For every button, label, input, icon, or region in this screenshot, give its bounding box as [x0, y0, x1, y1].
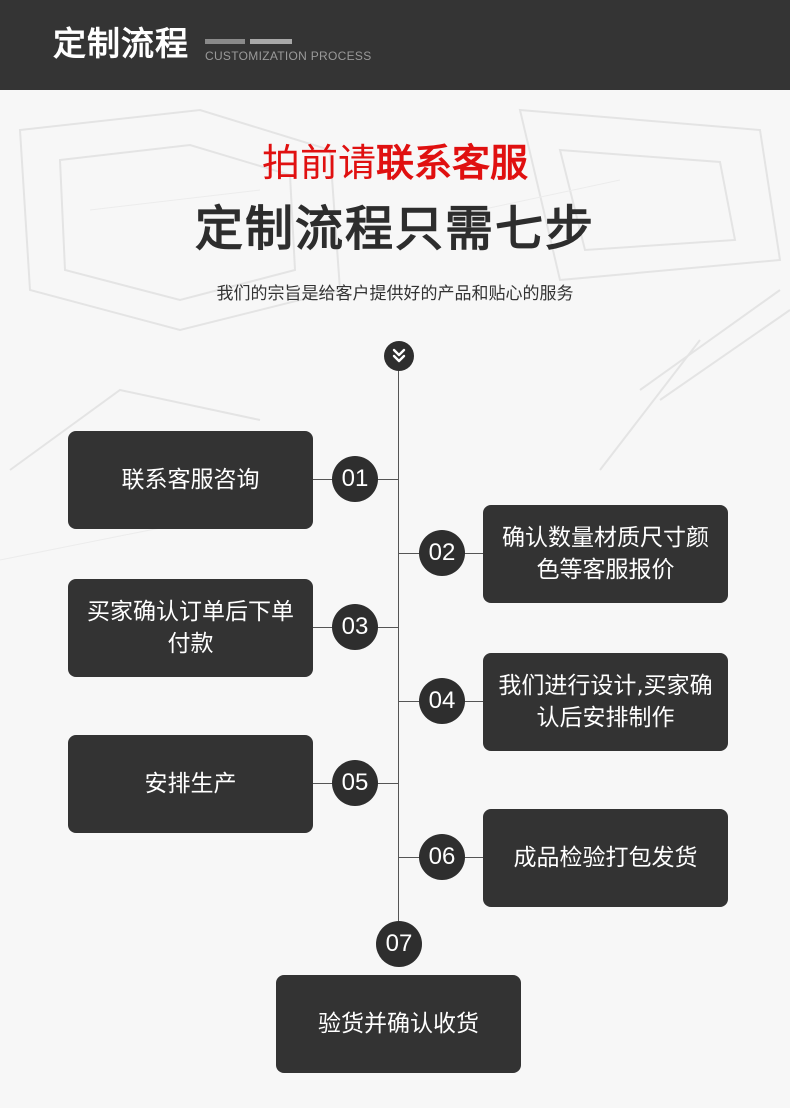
step-number-06: 06 — [419, 834, 465, 880]
header-title: 定制流程 — [53, 24, 189, 63]
header-divider-light — [250, 39, 292, 44]
step-box-05: 安排生产 — [68, 735, 313, 833]
step-box-02: 确认数量材质尺寸颜色等客服报价 — [483, 505, 728, 603]
step-number-01: 01 — [332, 456, 378, 502]
step-number-03: 03 — [332, 604, 378, 650]
header-bar: 定制流程 CUSTOMIZATION PROCESS — [0, 0, 790, 90]
background-sketch-illustration — [0, 108, 790, 561]
step-box-04: 我们进行设计,买家确认后安排制作 — [483, 653, 728, 751]
step-box-06: 成品检验打包发货 — [483, 809, 728, 907]
step-number-07: 07 — [376, 921, 422, 967]
page-title: 定制流程只需七步 — [194, 201, 595, 257]
step-number-04: 04 — [419, 678, 465, 724]
header-divider-dark — [205, 39, 245, 44]
step-box-03: 买家确认订单后下单付款 — [68, 579, 313, 677]
step-number-02: 02 — [419, 530, 465, 576]
step-box-07: 验货并确认收货 — [276, 975, 521, 1073]
step-box-01: 联系客服咨询 — [68, 431, 313, 529]
tagline: 我们的宗旨是给客户提供好的产品和贴心的服务 — [216, 284, 574, 304]
timeline-vertical-line — [398, 360, 399, 930]
chevron-down-icon — [384, 341, 414, 371]
header-subtitle: CUSTOMIZATION PROCESS — [205, 49, 372, 63]
contact-reminder-highlight: 联系客服 — [376, 141, 529, 185]
contact-reminder-prefix: 拍前请 — [261, 141, 376, 185]
step-number-05: 05 — [332, 760, 378, 806]
contact-reminder: 拍前请联系客服 — [0, 138, 790, 188]
